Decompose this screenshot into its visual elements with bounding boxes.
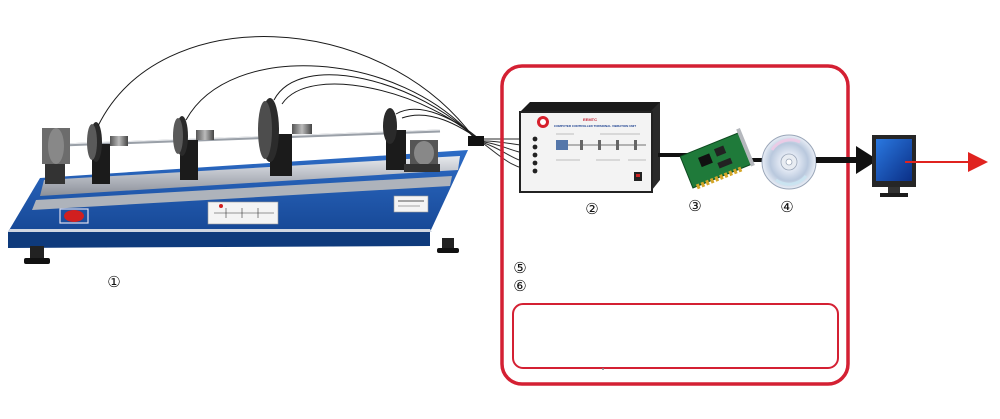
edibon-logo-inner [540,119,546,125]
cable-connector [468,136,484,146]
interface-box: EEMTC COMPUTER CONTROLLED TORSIONAL VIBR… [519,102,660,193]
bench-edge-highlight [8,229,432,232]
panel-disc-symbols [580,140,637,150]
left-motor-stand [45,164,65,184]
bench-nameplate [393,195,429,213]
bench-foot [442,238,454,250]
bench-rail [40,156,460,196]
emergency-stop-base [59,208,89,224]
bench-foot [437,248,459,253]
bench-foot [30,246,44,260]
emergency-stop-button [64,210,84,222]
pc-monitor [872,135,916,197]
clamp-2 [196,130,214,140]
interface-box-subtitle: COMPUTER CONTROLLED TORSIONAL VIBRATION … [554,124,636,128]
monitor-screen [876,139,912,181]
inertia-disc-2-rim [173,118,183,154]
inertia-disc-1-rim [87,124,97,160]
cd-rainbow [770,138,801,151]
panel-motor-symbol [556,140,568,150]
bench-foot [24,258,50,264]
callout-daq-board: ③ [688,197,701,215]
panel-text-lines [556,133,646,161]
bench-rail-lower [32,176,452,210]
bench-front-face [8,232,430,248]
callout-software: ④ [780,198,793,216]
daq-board-bracket [736,127,755,167]
clamp-1 [110,136,128,146]
daq-board-chip [717,157,733,169]
bench-label-dot [219,204,223,208]
callout-item5: ⑤ [513,259,526,277]
options-frame-dot [602,368,604,370]
software-cd [761,134,817,190]
options-frame [512,303,839,369]
daq-board [679,127,755,190]
system-frame [500,64,850,386]
power-switch-led [636,174,640,177]
daq-board-chip [713,145,727,157]
left-motor-face [48,128,64,164]
right-motor-base [404,164,440,172]
callout-interface-box: ② [585,200,598,218]
link-cd-to-pc-arrowhead [856,146,878,174]
sensor-cables [97,36,481,143]
cd-rainbow [775,174,808,186]
interface-box-header: EEMTC [583,117,597,122]
daq-board-chip [698,153,713,168]
clamp-3 [292,124,312,134]
monitor-neck [888,187,900,193]
daq-board-connector-pins [695,166,743,190]
callout-bench: ① [107,273,120,291]
bench-label-symbols [214,208,274,218]
inertia-disc-4 [383,108,397,144]
interface-connectors [532,136,538,174]
inertia-disc-3-rim [258,101,272,159]
callout-item6: ⑥ [513,277,526,295]
interface-box-top [520,102,660,112]
cd-hole [785,158,793,166]
torsion-bench [8,36,484,264]
monitor-stand [880,193,908,197]
right-motor-face [414,141,434,165]
